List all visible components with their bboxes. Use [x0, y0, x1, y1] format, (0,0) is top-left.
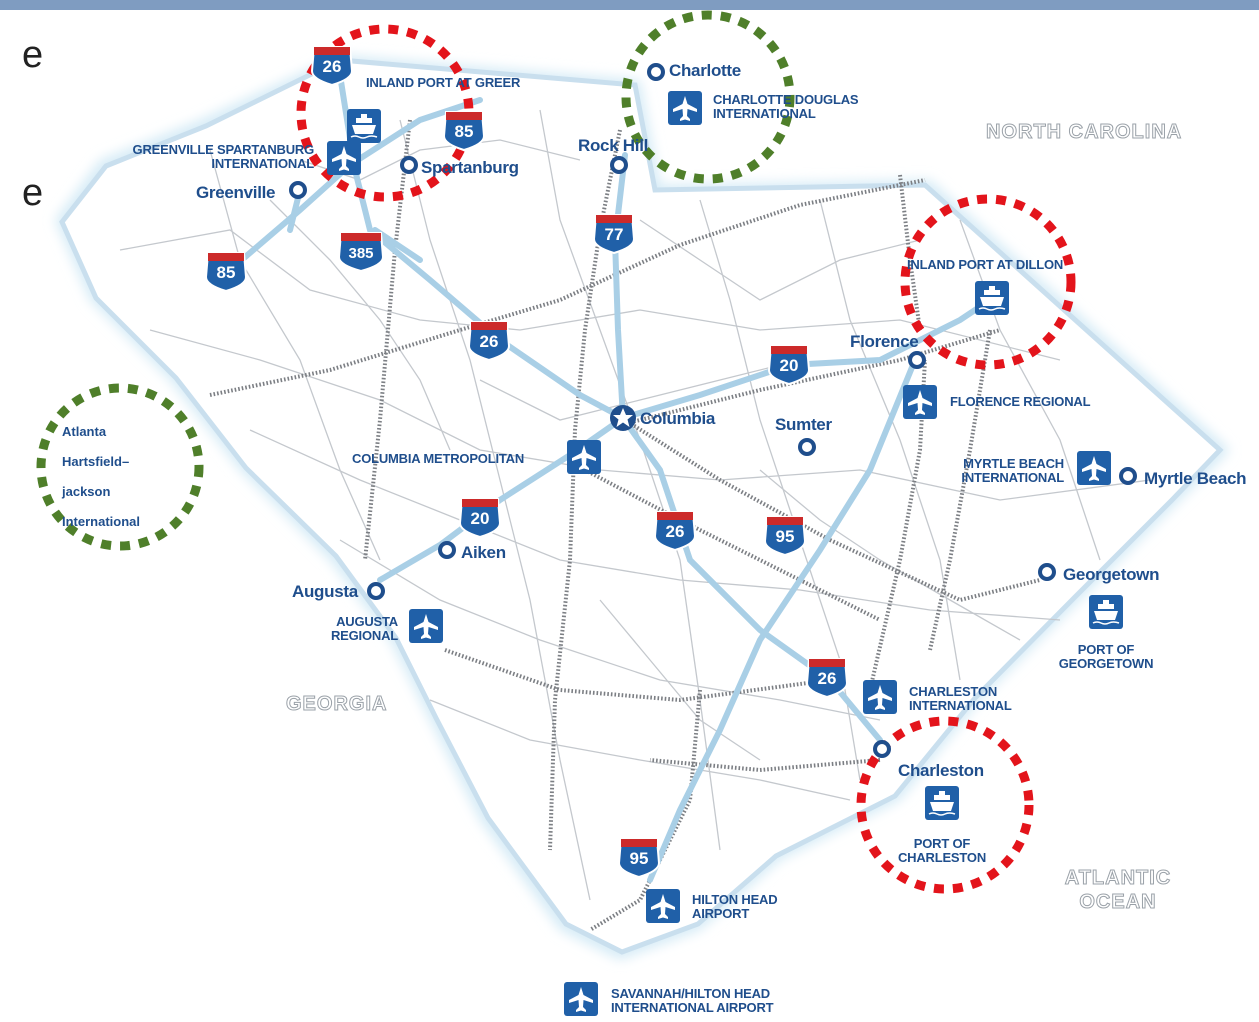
- svg-text:26: 26: [323, 57, 342, 76]
- city-marker-myrtle-beach: [1119, 467, 1137, 485]
- airport-icon-savannah: [564, 982, 598, 1016]
- svg-text:26: 26: [480, 332, 499, 351]
- airport-label-charleston-international: CHARLESTON INTERNATIONAL: [909, 684, 1012, 713]
- port-label-inland-dillon: INLAND PORT AT DILLON: [907, 257, 1064, 272]
- svg-text:26: 26: [666, 522, 685, 541]
- port-icon-greer: [346, 108, 382, 144]
- port-icon-charleston: [924, 785, 960, 821]
- city-marker-sumter: [798, 438, 816, 456]
- city-marker-charlotte: [647, 63, 665, 81]
- svg-text:85: 85: [455, 122, 474, 141]
- interstate-shields: 26 85 77 385 85 26 2: [204, 46, 849, 879]
- highlight-atlanta: [36, 383, 204, 551]
- svg-text:26: 26: [818, 669, 837, 688]
- county-roads: [119, 109, 1151, 901]
- city-label-spartanburg: Spartanburg: [421, 158, 519, 177]
- city-label-augusta: Augusta: [292, 582, 358, 601]
- port-icon-georgetown: [1088, 594, 1124, 630]
- city-marker-florence: [908, 351, 926, 369]
- svg-text:85: 85: [217, 263, 236, 282]
- port-label-charleston: PORT OF CHARLESTON: [897, 836, 987, 865]
- port-label-georgetown: PORT OF GEORGETOWN: [1058, 642, 1154, 671]
- interstate-shield-385: 385: [337, 232, 385, 273]
- city-label-sumter: Sumter: [775, 415, 832, 434]
- svg-text:20: 20: [471, 509, 490, 528]
- interstate-shield-26-mid: 26: [467, 321, 511, 362]
- airport-label-hilton-head: HILTON HEAD AIRPORT: [692, 892, 778, 921]
- airport-icon-charleston: [863, 680, 897, 714]
- capital-star-columbia: [610, 405, 636, 431]
- interstate-shield-20-left: 20: [458, 498, 502, 539]
- ocean-label-atlantic: ATLANTIC OCEAN: [1064, 867, 1172, 914]
- city-label-charlotte: Charlotte: [669, 61, 741, 80]
- airport-icon-augusta: [409, 609, 443, 643]
- interstate-shield-95-bottom: 95: [617, 838, 661, 879]
- interstate-shield-85-left: 85: [204, 252, 248, 293]
- south-carolina-map: 26 85 77 385 85 26 2: [36, 10, 1230, 1016]
- city-label-charleston: Charleston: [898, 761, 984, 780]
- city-label-columbia: Columbia: [640, 409, 716, 428]
- interstate-shield-77: 77: [592, 214, 636, 255]
- highlight-charlotte: [621, 10, 795, 184]
- highlight-inland-port-dillon: [900, 194, 1076, 370]
- city-marker-rock-hill: [610, 156, 628, 174]
- airport-icon-florence: [903, 385, 937, 419]
- state-label-georgia: GEORGIA: [285, 693, 388, 716]
- city-markers: [289, 63, 1137, 758]
- city-label-florence: Florence: [850, 332, 919, 351]
- svg-text:77: 77: [605, 225, 624, 244]
- city-marker-spartanburg: [400, 156, 418, 174]
- airport-label-charlotte-douglas: CHARLOTTE DOUGLAS INTERNATIONAL: [713, 92, 859, 121]
- airport-icon-greenville-spartanburg: [327, 141, 361, 175]
- side-text-fragment: e: [22, 34, 44, 76]
- svg-text:385: 385: [348, 245, 373, 262]
- interstate-shield-26-bottom: 26: [805, 658, 849, 699]
- airport-icon-columbia: [567, 440, 601, 474]
- airport-label-florence-regional: FLORENCE REGIONAL: [950, 394, 1091, 409]
- atlanta-airport-note: Atlanta Hartsfield– jackson Internationa…: [62, 424, 141, 529]
- south-carolina-outline: [59, 57, 1224, 955]
- port-icon-dillon: [974, 280, 1010, 316]
- airport-icon-charlotte: [668, 91, 702, 125]
- city-marker-aiken: [438, 541, 456, 559]
- airport-label-augusta-regional: AUGUSTA REGIONAL: [330, 614, 398, 643]
- interstate-shield-95-mid: 95: [763, 516, 807, 557]
- top-accent-bar: [0, 0, 1259, 10]
- city-marker-augusta: [367, 582, 385, 600]
- airport-label-columbia-metropolitan: COLUMBIA METROPOLITAN: [352, 451, 525, 466]
- city-marker-georgetown: [1038, 563, 1056, 581]
- city-marker-charleston: [873, 740, 891, 758]
- city-label-aiken: Aiken: [461, 543, 506, 562]
- svg-text:20: 20: [780, 356, 799, 375]
- svg-text:95: 95: [630, 849, 649, 868]
- side-text-fragment: e: [22, 172, 44, 214]
- city-label-greenville: Greenville: [196, 183, 276, 202]
- airport-icon-myrtle-beach: [1077, 451, 1111, 485]
- interstate-shield-20-right: 20: [767, 345, 811, 386]
- airport-label-myrtle-beach-international: MYRTLE BEACH INTERNATIONAL: [961, 456, 1064, 485]
- city-label-myrtle-beach: Myrtle Beach: [1144, 469, 1247, 488]
- port-label-inland-greer: INLAND PORT AT GREER: [366, 75, 521, 90]
- svg-text:95: 95: [776, 527, 795, 546]
- airport-icon-hilton-head: [646, 889, 680, 923]
- airport-label-greenville-spartanburg: GREENVILLE SPARTANBURG INTERNATIONAL: [132, 142, 315, 171]
- city-label-rock-hill: Rock Hill: [578, 136, 649, 155]
- city-label-georgetown: Georgetown: [1063, 565, 1160, 584]
- state-label-north-carolina: NORTH CAROLINA: [985, 121, 1183, 144]
- interstate-shield-85: 85: [442, 111, 486, 152]
- highlight-port-charleston: [856, 716, 1034, 894]
- city-marker-greenville: [289, 181, 307, 199]
- interstate-shield-26-lower: 26: [653, 511, 697, 552]
- interstate-shield-26: 26: [310, 46, 354, 87]
- airport-label-savannah-hilton-head: SAVANNAH/HILTON HEAD INTERNATIONAL AIRPO…: [611, 986, 774, 1015]
